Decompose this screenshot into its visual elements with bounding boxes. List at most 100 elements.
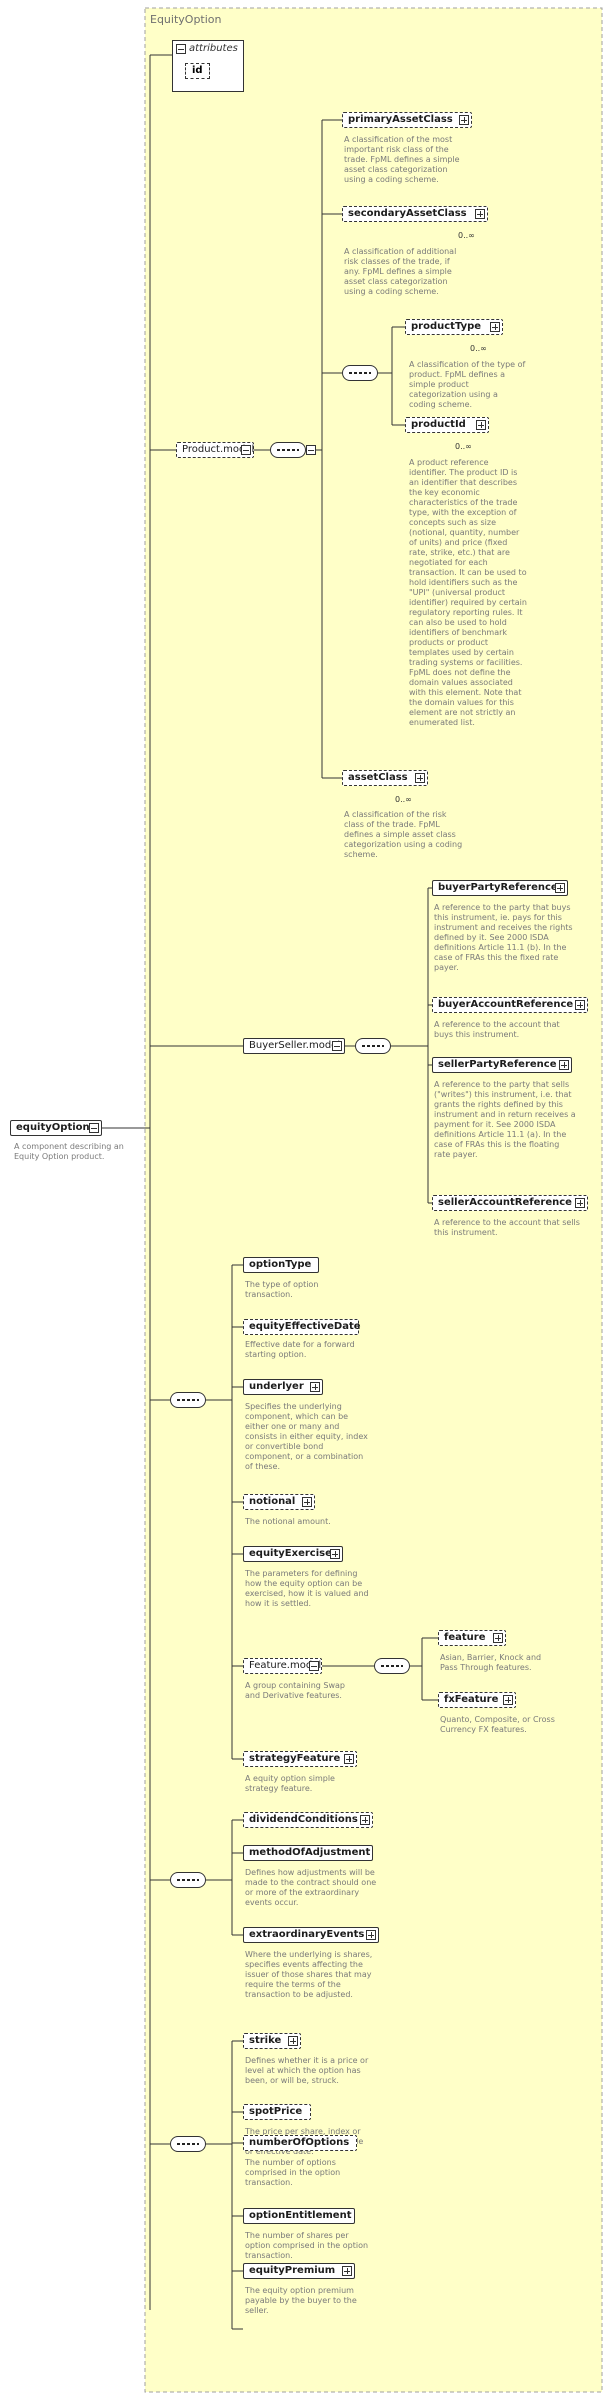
expand-icon[interactable] [342, 2266, 352, 2276]
element-sellerAccountReference[interactable]: sellerAccountReference [432, 1195, 588, 1211]
element-notional[interactable]: notional [243, 1494, 315, 1510]
element-label: fxFeature [444, 1694, 499, 1705]
element-label: primaryAssetClass [348, 114, 453, 125]
expand-icon[interactable] [575, 1000, 585, 1010]
attribute-id[interactable]: id [185, 63, 210, 79]
element-description: Effective date for a forward starting op… [245, 1340, 355, 1359]
expand-icon[interactable] [344, 1754, 354, 1764]
element-dividendConditions[interactable]: dividendConditions [243, 1812, 373, 1828]
group-title: EquityOption [150, 13, 222, 26]
element-buyerPartyReference[interactable]: buyerPartyReference [432, 880, 568, 896]
expand-icon[interactable] [360, 1815, 370, 1825]
element-description: Defines how adjustments will be made to … [245, 1868, 377, 1907]
expand-icon[interactable] [366, 1930, 376, 1940]
element-label: strike [249, 2035, 282, 2046]
element-spotPrice[interactable]: spotPrice [243, 2104, 311, 2120]
collapse-icon[interactable] [306, 445, 316, 455]
element-description: The notional amount. [245, 1517, 331, 1526]
collapse-icon[interactable] [241, 445, 251, 455]
element-equityEffectiveDate[interactable]: equityEffectiveDate [243, 1319, 361, 1335]
element-equityPremium[interactable]: equityPremium [243, 2263, 355, 2279]
element-description: The number of shares per option comprise… [245, 2231, 369, 2260]
element-label: numberOfOptions [249, 2137, 350, 2148]
cardinality-label: 0..∞ [395, 795, 412, 804]
element-methodOfAdjustment[interactable]: methodOfAdjustment [243, 1845, 373, 1861]
element-buyerAccountReference[interactable]: buyerAccountReference [432, 997, 588, 1013]
element-description: A classification of the risk class of th… [344, 810, 463, 859]
expand-icon[interactable] [475, 209, 485, 219]
element-feature[interactable]: feature [438, 1630, 506, 1646]
element-description: Where the underlying is shares, specifie… [245, 1950, 373, 1999]
element-description: The parameters for defining how the equi… [245, 1569, 369, 1608]
element-description: A product reference identifier. The prod… [409, 458, 527, 727]
element-productType[interactable]: productType [405, 319, 503, 335]
element-description: A reference to the party that buys this … [434, 903, 573, 972]
expand-icon[interactable] [555, 883, 565, 893]
element-underlyer[interactable]: underlyer [243, 1379, 323, 1395]
element-label: methodOfAdjustment [249, 1847, 371, 1858]
sequence-connector-icon [170, 2136, 206, 2152]
collapse-icon[interactable] [309, 1661, 319, 1671]
element-label: strategyFeature [249, 1753, 341, 1764]
expand-icon[interactable] [476, 420, 486, 430]
element-description: Defines whether it is a price or level a… [245, 2056, 369, 2085]
element-label: assetClass [348, 772, 408, 783]
element-primaryAssetClass[interactable]: primaryAssetClass [342, 112, 472, 128]
expand-icon[interactable] [288, 2036, 298, 2046]
element-label: equityPremium [249, 2265, 336, 2276]
element-description: Asian, Barrier, Knock and Pass Through f… [440, 1653, 542, 1672]
element-sellerPartyReference[interactable]: sellerPartyReference [432, 1057, 572, 1073]
element-label: notional [249, 1496, 296, 1507]
element-description: A classification of the type of product.… [409, 360, 526, 409]
expand-icon[interactable] [459, 115, 469, 125]
expand-icon[interactable] [415, 773, 425, 783]
attributes-panel: attributes id [172, 40, 244, 92]
root-element-equityOption[interactable]: equityOption [10, 1120, 102, 1136]
element-label: spotPrice [249, 2106, 303, 2117]
element-description: A classification of the most important r… [344, 135, 460, 184]
expand-icon[interactable] [310, 1382, 320, 1392]
expand-icon[interactable] [503, 1695, 513, 1705]
cardinality-label: 0..∞ [470, 344, 487, 353]
sequence-connector-icon [170, 1872, 206, 1888]
element-strategyFeature[interactable]: strategyFeature [243, 1751, 357, 1767]
element-label: optionType [249, 1259, 312, 1270]
element-label: underlyer [249, 1381, 304, 1392]
element-equityExercise[interactable]: equityExercise [243, 1546, 343, 1562]
feature-model-description: A group containing Swap and Derivative f… [245, 1681, 346, 1700]
expand-icon[interactable] [490, 322, 500, 332]
buyerseller-model-label: BuyerSeller.model [249, 1040, 341, 1051]
element-optionEntitlement[interactable]: optionEntitlement [243, 2208, 355, 2224]
element-label: sellerPartyReference [438, 1059, 557, 1070]
element-description: The equity option premium payable by the… [245, 2286, 357, 2315]
sequence-connector-icon [170, 1392, 206, 1408]
expand-icon[interactable] [559, 1060, 569, 1070]
product-model-label: Product.model [182, 444, 255, 455]
element-assetClass[interactable]: assetClass [342, 770, 428, 786]
sequence-connector-icon [355, 1038, 391, 1054]
product-model-group[interactable]: Product.model [176, 442, 254, 458]
collapse-icon[interactable] [89, 1123, 99, 1133]
collapse-icon[interactable] [332, 1041, 342, 1051]
element-optionType[interactable]: optionType [243, 1257, 319, 1273]
element-label: equityEffectiveDate [249, 1321, 361, 1332]
element-productId[interactable]: productId [405, 417, 489, 433]
element-extraordinaryEvents[interactable]: extraordinaryEvents [243, 1927, 379, 1943]
element-numberOfOptions[interactable]: numberOfOptions [243, 2135, 357, 2151]
feature-model-label: Feature.model [249, 1660, 322, 1671]
element-description: The number of options comprised in the o… [245, 2158, 341, 2187]
element-secondaryAssetClass[interactable]: secondaryAssetClass [342, 206, 488, 222]
expand-icon[interactable] [493, 1633, 503, 1643]
element-fxFeature[interactable]: fxFeature [438, 1692, 516, 1708]
expand-icon[interactable] [330, 1549, 340, 1559]
feature-model-group[interactable]: Feature.model [243, 1658, 322, 1674]
element-description: Specifies the underlying component, whic… [245, 1402, 368, 1471]
root-element-label: equityOption [16, 1122, 90, 1133]
expand-icon[interactable] [302, 1497, 312, 1507]
element-label: extraordinaryEvents [249, 1929, 365, 1940]
expand-icon[interactable] [575, 1198, 585, 1208]
element-strike[interactable]: strike [243, 2033, 301, 2049]
collapse-icon[interactable] [176, 44, 186, 54]
element-description: Quanto, Composite, or Cross Currency FX … [440, 1715, 555, 1734]
buyerseller-model-group[interactable]: BuyerSeller.model [243, 1038, 345, 1054]
